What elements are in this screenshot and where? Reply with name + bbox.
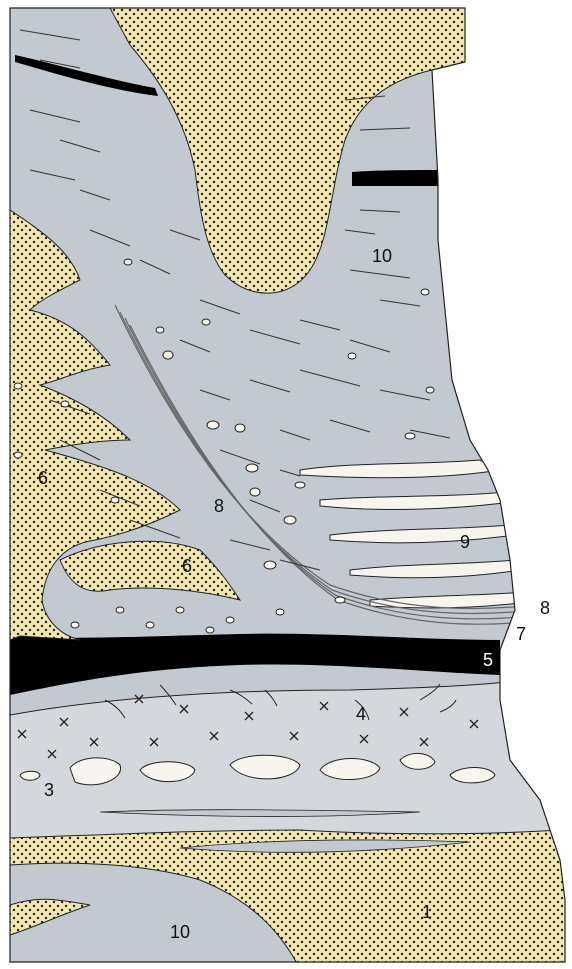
label-unit-3: 3 (44, 780, 54, 800)
coal-streak-top-right (352, 170, 440, 186)
label-unit-10-top: 10 (372, 246, 392, 266)
label-unit-10-bottom: 10 (170, 922, 190, 942)
label-unit-4: 4 (356, 704, 366, 724)
label-unit-7: 7 (516, 624, 526, 644)
label-unit-6-left: 6 (38, 468, 48, 488)
label-unit-1: 1 (422, 902, 432, 922)
label-unit-5: 5 (483, 650, 493, 670)
label-unit-8-center: 8 (214, 496, 224, 516)
label-unit-8-right: 8 (540, 598, 550, 618)
label-unit-9: 9 (460, 532, 470, 552)
label-unit-6-center: 6 (182, 556, 192, 576)
